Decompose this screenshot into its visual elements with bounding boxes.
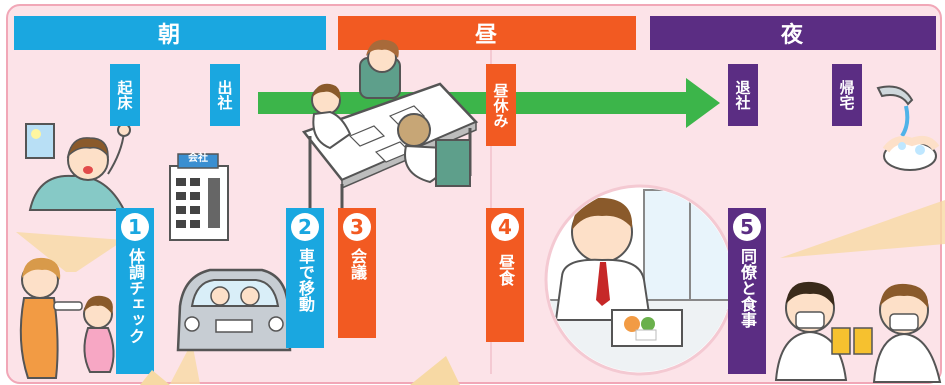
temperature-check-illustration: [16, 232, 124, 379]
header-morning: 朝: [14, 16, 326, 50]
event-lunch-break: 昼休み: [486, 64, 516, 146]
step-4-number: 4: [491, 213, 519, 241]
step-1-label: 体調チェック: [126, 248, 145, 344]
event-go-to-work: 出社: [210, 64, 240, 126]
hand-washing-illustration: [876, 85, 940, 171]
step-4-label: 昼食: [496, 254, 515, 286]
step-3-number: 3: [343, 213, 371, 241]
meeting-illustration: [301, 39, 479, 220]
daily-schedule-panel: [6, 4, 942, 384]
header-night: 夜: [650, 16, 936, 50]
bubble-tail-middle: [410, 356, 460, 385]
step-1-number: 1: [121, 213, 149, 241]
step-2-label: 車で移動: [296, 248, 315, 312]
event-leave-work: 退社: [728, 64, 758, 126]
bubble-tail-left: [140, 370, 170, 385]
colleague-dinner-illustration: [774, 200, 945, 383]
car-illustration: [170, 268, 292, 384]
step-5-number: 5: [733, 213, 761, 241]
event-go-home: 帰宅: [832, 64, 862, 126]
step-5-tag: 同僚と食事: [728, 208, 766, 374]
wake-up-illustration: [25, 123, 131, 211]
step-3-label: 会議: [348, 248, 367, 280]
building-sign: 会社: [188, 153, 208, 164]
company-building-illustration: [169, 153, 229, 241]
event-wake-up: 起床: [110, 64, 140, 126]
step-5-label: 同僚と食事: [738, 248, 757, 328]
step-2-number: 2: [291, 213, 319, 241]
lunch-illustration: [544, 184, 736, 376]
